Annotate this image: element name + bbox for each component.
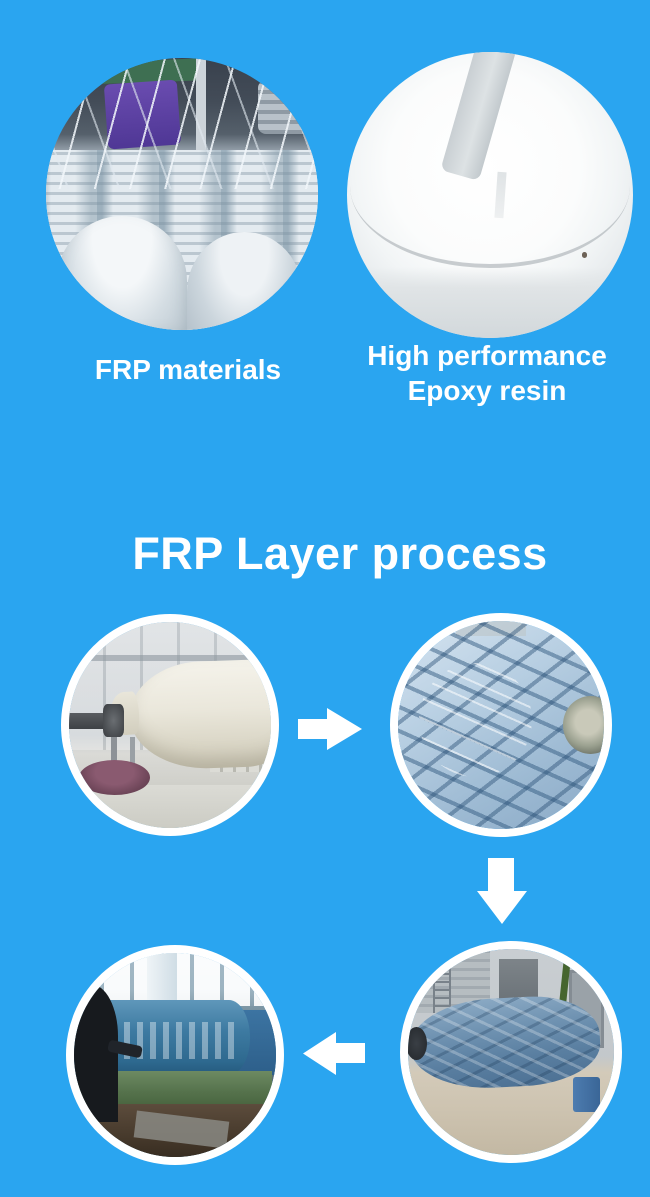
process-step1-photo [61, 614, 279, 836]
epoxy-resin-label: High performance Epoxy resin [317, 338, 650, 408]
chuck-shape [103, 704, 124, 738]
blue-drum-shape [572, 1076, 600, 1112]
support-frame-shape [111, 729, 118, 791]
process-step4-photo [66, 945, 284, 1165]
arrow-right-icon [298, 708, 362, 750]
front-spool-shape [56, 215, 188, 330]
process-step2-photo [390, 613, 612, 837]
resin-bowl-shape [79, 760, 150, 796]
epoxy-resin-label-line2: Epoxy resin [407, 375, 567, 406]
fiber-threads-shape [46, 58, 318, 189]
resin-bucket-photo-background [347, 52, 633, 338]
arrow-left-icon [303, 1032, 365, 1075]
frp-materials-photo [46, 58, 318, 330]
tank-fitting-shape [408, 1027, 427, 1061]
warehouse-photo-background [408, 949, 614, 1155]
bucket-mark-shape [581, 252, 588, 258]
frp-materials-label: FRP materials [94, 354, 282, 385]
wall-beam-shape [69, 654, 271, 662]
epoxy-resin-photo [347, 52, 633, 338]
trim-photo-background [74, 953, 276, 1157]
tank-hub-shape [562, 695, 604, 755]
ladder-shape [432, 955, 452, 1013]
worker-silhouette [74, 983, 119, 1123]
bucket-rim-shape [349, 103, 631, 268]
front-spool-shape [187, 232, 302, 330]
process-step3-photo [400, 941, 622, 1163]
liner-photo-background [69, 622, 271, 828]
arrow-down-icon [477, 858, 527, 924]
epoxy-resin-label-line1: High performance [367, 340, 607, 371]
bucket-side-shape [347, 266, 633, 338]
winding-photo-background [398, 621, 604, 829]
fiber-highlight-shape [418, 662, 532, 777]
process-title: FRP Layer process [132, 528, 548, 579]
factory-photo-background [46, 58, 318, 330]
